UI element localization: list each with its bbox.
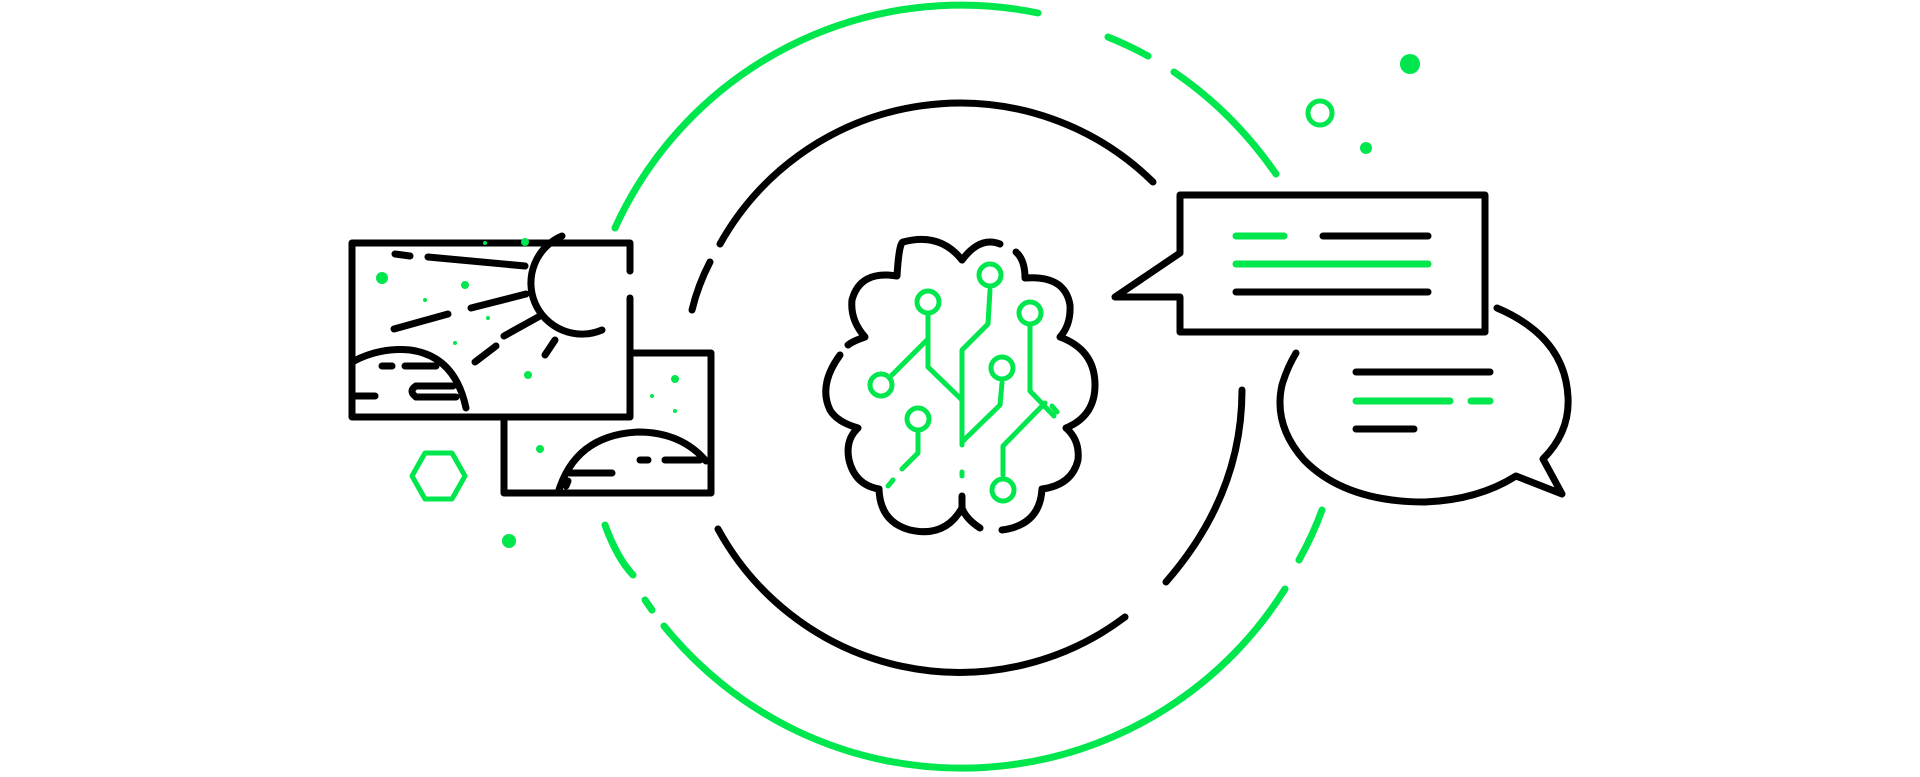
dot-icon xyxy=(502,534,516,548)
outer-ring-icon xyxy=(601,1,1326,772)
decorative-dots xyxy=(409,54,1420,548)
dot-icon xyxy=(1400,54,1420,74)
chat-bubble-rect xyxy=(1111,191,1489,336)
media-window-icon xyxy=(348,232,715,497)
chat-bubble-round xyxy=(1276,304,1572,506)
hexagon-icon xyxy=(409,450,468,502)
brain-circuit-icon xyxy=(822,235,1099,536)
dot-icon xyxy=(1360,142,1372,154)
chat-bubbles-icon xyxy=(1111,191,1572,506)
inner-ring-icon xyxy=(688,99,1246,676)
ring-dot-icon xyxy=(1305,98,1335,128)
